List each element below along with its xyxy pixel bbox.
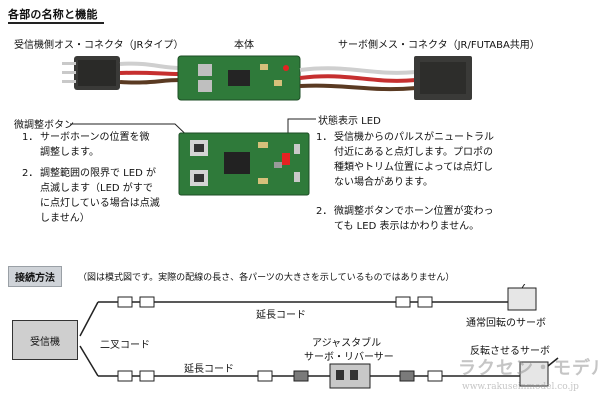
led-item-1: 1． 受信機からのパルスがニュートラル 付近にあると点灯します。プロポの 種類や… — [316, 130, 494, 190]
reverser-unit — [329, 363, 371, 389]
connector-bottom-4 — [293, 370, 309, 382]
short-wires — [119, 61, 181, 85]
adjust-item-2-line-3: に点灯している場合は点滅 — [40, 198, 160, 209]
section-title-parts: 各部の名称と機能 — [8, 8, 98, 21]
pcb-closeup — [178, 132, 310, 196]
body-label: 本体 — [234, 40, 254, 51]
adjust-item-1: 1． サーボホーンの位置を微 調整します。 — [22, 130, 150, 160]
watermark-url: www.rakuseinmodel.co.jp — [462, 382, 579, 392]
adjust-item-2-line-1: 調整範囲の限界で LED が — [40, 168, 156, 179]
status-led — [282, 153, 290, 165]
section-title-underline — [8, 22, 104, 24]
adjust-item-1-num: 1． — [22, 132, 39, 143]
female-connector — [414, 56, 472, 100]
servo-normal — [507, 284, 537, 311]
ext-cord-top-label: 延長コード — [256, 310, 306, 321]
led-item-2: 2． 微調整ボタンでホーン位置が変わっ ても LED 表示はかわりません。 — [316, 204, 494, 234]
led-item-1-line-2: 付近にあると点灯します。プロポの — [334, 147, 493, 158]
led-item-2-num: 2． — [316, 206, 333, 217]
male-connector — [62, 56, 120, 90]
receiver-label: 受信機 — [30, 336, 60, 348]
led-item-1-num: 1． — [316, 132, 333, 143]
connector-top-2 — [139, 296, 155, 308]
connector-bottom-3 — [257, 370, 273, 382]
adjust-item-1-line-2: 調整します。 — [40, 147, 99, 158]
receiver-connector-label: 受信機側オス・コネクタ（JRタイプ） — [14, 40, 184, 51]
connector-bottom-2 — [139, 370, 155, 382]
adjust-item-2-num: 2． — [22, 168, 39, 179]
servo-connector-label: サーボ側メス・コネクタ（JR/FUTABA共用） — [338, 40, 540, 51]
connector-top-4 — [417, 296, 433, 308]
long-wires — [299, 66, 417, 92]
connector-bottom-1 — [117, 370, 133, 382]
connector-bottom-5 — [399, 370, 415, 382]
led-item-1-line-4: ない場合があります。 — [334, 177, 433, 188]
normal-servo-label: 通常回転のサーボ — [466, 318, 546, 329]
product-photo — [62, 55, 472, 101]
led-item-1-line-3: 種類やトリム位置によっては点灯し — [334, 162, 493, 173]
adjust-item-2-line-4: しません） — [40, 213, 90, 224]
ext-cord-bottom-label: 延長コード — [184, 364, 234, 375]
receiver-box: 受信機 — [12, 320, 78, 360]
adjust-item-2-line-2: 点滅します（LED がすで — [40, 183, 153, 194]
connector-bottom-6 — [427, 370, 443, 382]
reverser-label-1: アジャスタブル — [312, 338, 382, 349]
connector-top-1 — [117, 296, 133, 308]
reverser-label-2: サーボ・リバーサー — [304, 352, 394, 363]
watermark-logo: ラクセン・モデル — [458, 358, 600, 379]
wiring-diagram — [79, 284, 559, 389]
reverse-servo-label: 反転させるサーボ — [470, 346, 550, 357]
y-cord-label: 二叉コード — [100, 340, 150, 351]
led-item-2-line-1: 微調整ボタンでホーン位置が変わっ — [334, 206, 494, 217]
adjust-buttons — [190, 140, 208, 186]
servo-reverse — [519, 357, 559, 387]
adjust-item-2: 2． 調整範囲の限界で LED が 点滅します（LED がすで に点灯している場… — [22, 166, 160, 226]
connector-top-3 — [395, 296, 411, 308]
status-led-label: 状態表示 LED — [318, 116, 381, 127]
section-title-connection: 接続方法 — [8, 266, 62, 287]
adjust-button-label: 微調整ボタン — [14, 120, 74, 131]
led-item-2-line-2: ても LED 表示はかわりません。 — [334, 221, 480, 232]
diagram-note: （図は模式図です。実際の配線の長さ、各パーツの大きさを示しているものではありませ… — [78, 273, 455, 283]
led-item-1-line-1: 受信機からのパルスがニュートラル — [334, 132, 494, 143]
adjust-item-1-line-1: サーボホーンの位置を微 — [40, 132, 150, 143]
